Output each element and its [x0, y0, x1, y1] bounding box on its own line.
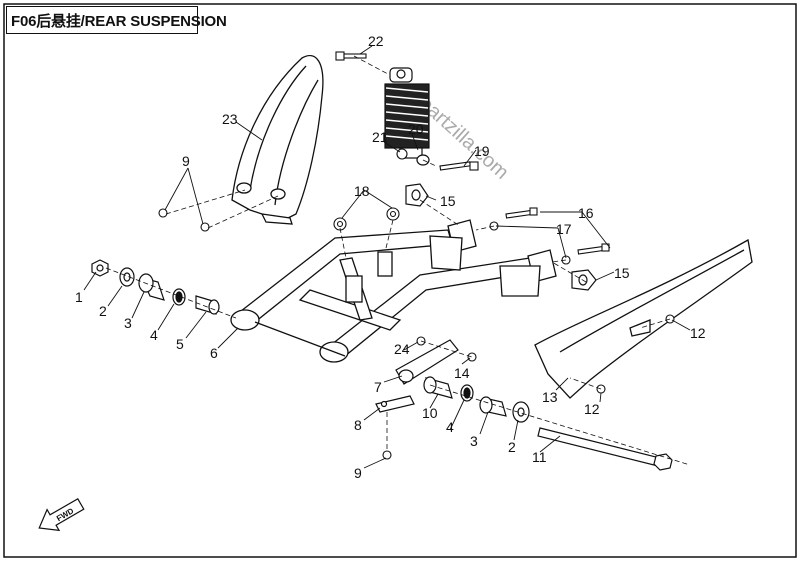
callout-4: 4 — [150, 327, 158, 343]
callout-3: 3 — [124, 315, 132, 331]
callout-9-plate: 9 — [354, 465, 362, 481]
callout-2: 2 — [99, 303, 107, 319]
callout-7: 7 — [374, 379, 382, 395]
callout-3-right: 3 — [470, 433, 478, 449]
assembly-guide-lines — [105, 55, 691, 466]
forward-direction-arrow: FWD — [38, 497, 85, 532]
diagram-title: F06后悬挂/REAR SUSPENSION — [11, 12, 227, 30]
callout-15-upper: 15 — [440, 193, 456, 209]
chain-guard[interactable] — [534, 238, 753, 399]
callout-22: 22 — [368, 33, 384, 49]
left-pivot-bushing-stack[interactable] — [91, 259, 220, 315]
callout-8: 8 — [354, 417, 362, 433]
callout-15-lower: 15 — [614, 265, 630, 281]
callout-10: 10 — [422, 405, 438, 421]
callout-21: 21 — [372, 129, 388, 145]
lower-shock-bolt[interactable] — [439, 161, 479, 171]
callout-9-fender: 9 — [182, 153, 190, 169]
callout-labels: 1 2 3 4 5 6 7 8 9 9 10 11 12 12 13 14 15… — [75, 33, 706, 481]
callout-23: 23 — [222, 111, 238, 127]
cable-clip-right[interactable] — [386, 207, 400, 221]
callout-19: 19 — [474, 143, 490, 159]
adjuster-bolt-upper[interactable] — [505, 207, 538, 219]
callout-6: 6 — [210, 345, 218, 361]
chain-adjuster-lower[interactable] — [571, 269, 597, 291]
callout-4-right: 4 — [446, 419, 454, 435]
callout-12-lower: 12 — [584, 401, 600, 417]
diagram-title-box: F06后悬挂/REAR SUSPENSION — [6, 6, 227, 34]
shock-nut[interactable] — [396, 148, 408, 160]
screw-9-fender-right[interactable] — [200, 222, 210, 232]
rear-fender[interactable] — [231, 55, 324, 225]
callout-2-right: 2 — [508, 439, 516, 455]
callout-1: 1 — [75, 289, 83, 305]
pivot-shaft[interactable] — [537, 427, 673, 471]
mounting-plate[interactable] — [375, 395, 415, 413]
callout-leader-lines — [83, 45, 691, 469]
screw-9-plate[interactable] — [382, 450, 392, 460]
chain-adjuster-upper[interactable] — [405, 183, 429, 207]
callout-16: 16 — [578, 205, 594, 221]
rear-shock-absorber[interactable] — [384, 67, 430, 166]
upper-shock-bolt[interactable] — [335, 51, 367, 61]
screw-14[interactable] — [467, 352, 477, 362]
callout-5: 5 — [176, 336, 184, 352]
callout-18: 18 — [354, 183, 370, 199]
drawing-frame — [3, 3, 797, 558]
callout-11: 11 — [532, 449, 547, 465]
chain-slider[interactable] — [395, 339, 459, 385]
callout-20: 20 — [408, 121, 424, 137]
callout-24: 24 — [394, 341, 410, 357]
callout-14: 14 — [454, 365, 470, 381]
callout-12-upper: 12 — [690, 325, 706, 341]
swing-arm[interactable] — [230, 219, 557, 363]
callout-13: 13 — [542, 389, 558, 405]
callout-17: 17 — [556, 221, 572, 237]
screw-9-fender-left[interactable] — [158, 208, 168, 218]
adjuster-bolt-lower[interactable] — [577, 243, 610, 255]
